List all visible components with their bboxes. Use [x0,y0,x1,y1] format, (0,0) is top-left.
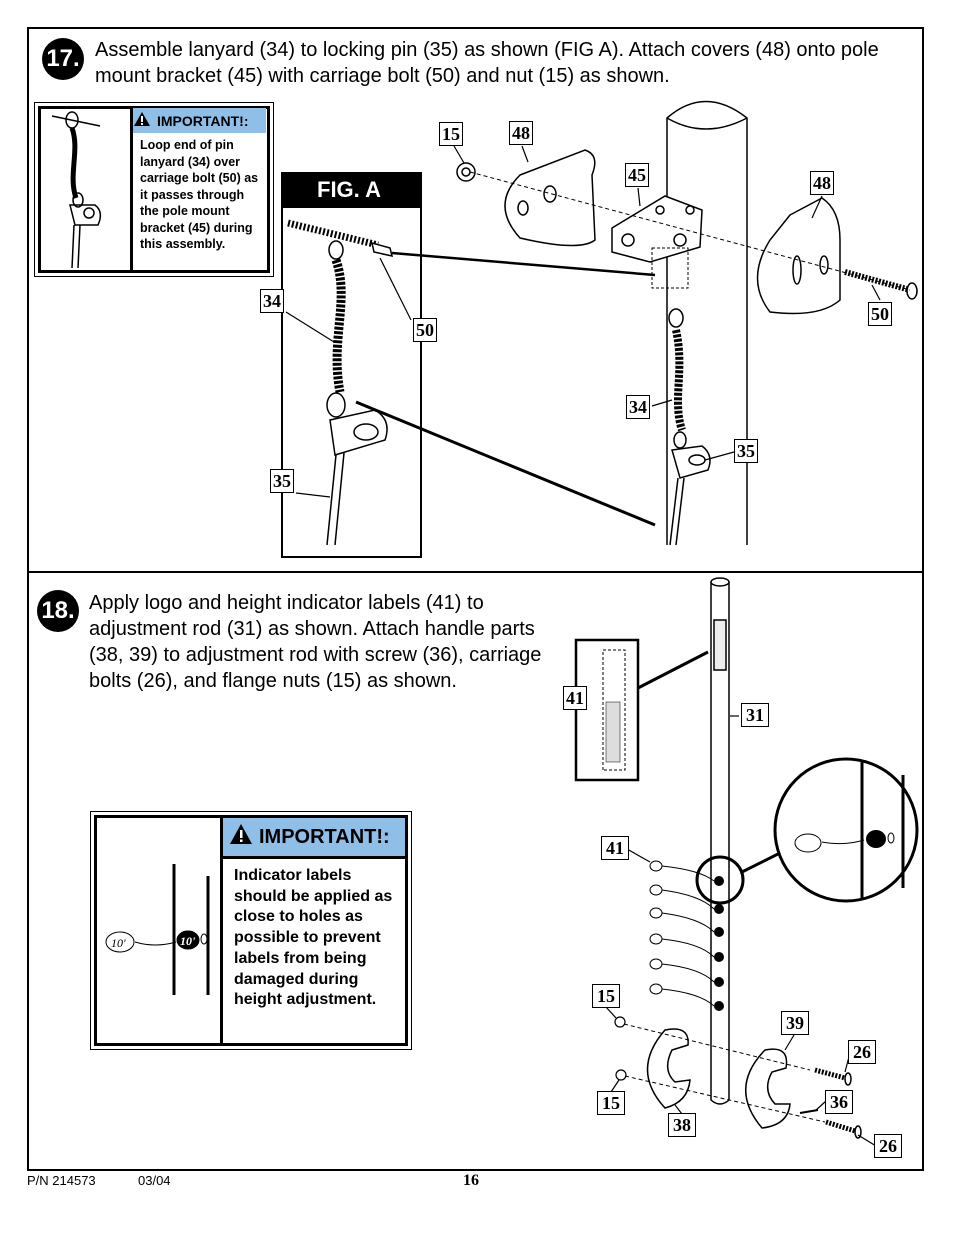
callout-31: 31 [741,703,769,727]
page-number: 16 [463,1172,479,1189]
handle-39-drawing [745,1048,791,1129]
callout-50: 50 [413,318,437,342]
loose-labels-drawing [649,860,715,1007]
bracket-45-drawing [611,195,703,263]
important-box-17-divider [130,106,133,273]
step-17-instructions: Assemble lanyard (34) to locking pin (35… [95,39,879,87]
logo-label-art [602,649,626,771]
callout-34: 34 [626,395,650,419]
callout-26: 26 [874,1134,902,1158]
important-heading-18: IMPORTANT!: [223,818,405,856]
adjustment-rod-drawing [710,577,730,1105]
important-heading-18-text: IMPORTANT!: [259,825,390,848]
fig-a-label: FIG. A [281,172,422,208]
magnified-detail [773,757,919,903]
callout-34: 34 [260,289,284,313]
part-number: P/N 214573 [27,1173,96,1188]
rod-labels-drawing [714,876,724,1011]
pole-lanyard-drawing [668,308,711,546]
flange-nuts-drawing [614,1016,627,1081]
warning-icon [229,823,253,851]
important-box-18-divider [220,815,223,1046]
callout-35: 35 [270,469,294,493]
step-18-number: 18. [37,590,79,632]
callout-48: 48 [810,171,834,195]
callout-41: 41 [601,836,629,860]
lanyard-sketch [51,111,102,269]
nut-15-drawing [456,162,476,182]
callout-41: 41 [563,686,587,710]
callout-15: 15 [592,984,620,1008]
label-applied-text: 10' [180,934,196,948]
label-sample-sketch [105,930,208,953]
important-heading-17: IMPORTANT!: [133,108,266,133]
important-heading-18-rule [223,856,405,859]
callout-45: 45 [625,163,649,187]
important-box-17-frame [38,106,270,273]
cover-48-left-drawing [504,149,596,247]
important-text-18: Indicator labels should be applied as cl… [234,867,393,1009]
step-17-number: 17. [42,38,84,80]
handle-38-drawing [646,1028,691,1109]
cover-48-right-drawing [756,197,841,315]
revision-date: 03/04 [138,1173,171,1188]
step-18-instructions: Apply logo and height indicator labels (… [89,592,542,692]
important-box-18-frame [94,815,408,1046]
bolts-26-drawing [799,1067,862,1139]
callout-15: 15 [597,1091,625,1115]
callout-35: 35 [734,439,758,463]
important-text-17: Loop end of pin lanyard (34) over carria… [140,138,259,251]
pole-drawing [666,100,748,545]
callout-48: 48 [509,121,533,145]
callout-39: 39 [781,1011,809,1035]
step-18-section [27,571,924,1171]
callout-26: 26 [848,1040,876,1064]
warning-icon [133,111,151,130]
magnify-source-circle [695,855,745,905]
fig-a-drawing [287,219,394,546]
callout-50: 50 [868,302,892,326]
indicator-rod-sketch [172,864,210,995]
callout-15: 15 [439,122,463,146]
callout-38: 38 [668,1113,696,1137]
important-heading-17-text: IMPORTANT!: [157,112,249,129]
callout-36: 36 [825,1090,853,1114]
label-sample-text: 10' [111,936,126,950]
